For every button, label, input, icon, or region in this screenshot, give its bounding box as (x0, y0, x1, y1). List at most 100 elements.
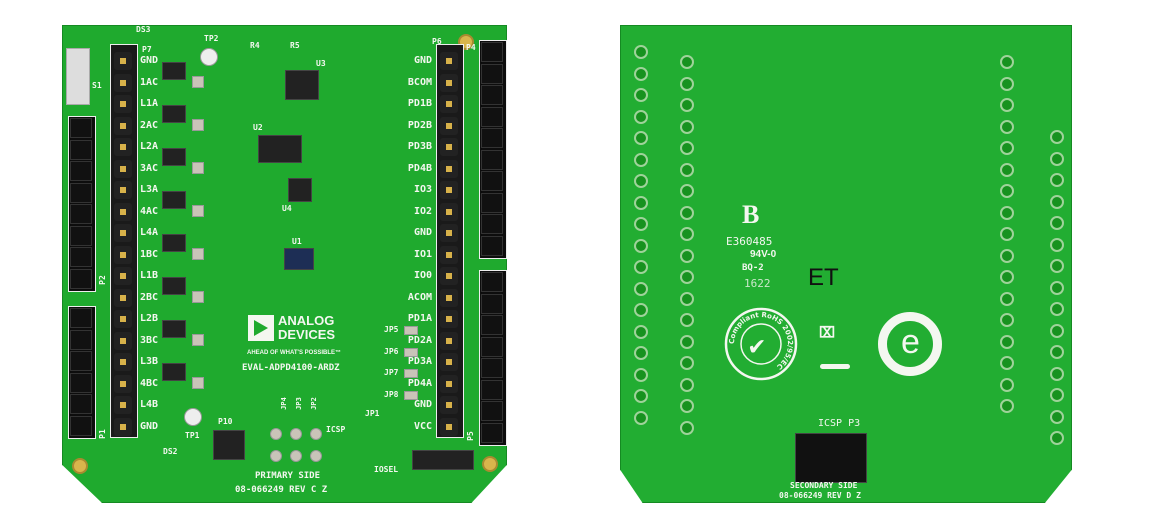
socket-pin[interactable] (70, 161, 92, 181)
socket-pin[interactable] (481, 401, 503, 421)
header-pin[interactable] (114, 267, 132, 285)
u1-sensor (284, 248, 314, 270)
socket-pin[interactable] (70, 247, 92, 267)
through-hole (680, 399, 694, 413)
u3-chip (285, 70, 319, 100)
p6-pin-label: PD1A (407, 313, 432, 324)
header-pin[interactable] (114, 224, 132, 242)
header-pin[interactable] (114, 159, 132, 178)
p6-pin-label: PD3B (407, 141, 432, 152)
jumper-pad (404, 369, 418, 378)
header-pin[interactable] (114, 374, 132, 393)
test-pad (192, 334, 204, 346)
socket-pin[interactable] (70, 225, 92, 246)
socket-pin[interactable] (70, 372, 92, 393)
socket-pin[interactable] (70, 268, 92, 289)
header-pin[interactable] (114, 396, 132, 414)
icsp-label: ICSP (326, 425, 346, 434)
header-pin[interactable] (114, 95, 132, 113)
header-pin[interactable] (440, 310, 458, 328)
header-pin[interactable] (440, 353, 458, 371)
socket-pin[interactable] (481, 106, 503, 127)
header-pin[interactable] (114, 353, 132, 371)
p5-label: P5 (465, 431, 475, 441)
through-hole (680, 55, 694, 69)
header-pin[interactable] (440, 331, 458, 350)
icsp-pin[interactable] (270, 428, 282, 440)
transistor (162, 320, 186, 338)
icsp-pin[interactable] (270, 450, 282, 462)
socket-pin[interactable] (70, 308, 92, 328)
header-pin[interactable] (440, 202, 458, 221)
socket-pin[interactable] (70, 415, 92, 436)
header-pin[interactable] (440, 73, 458, 92)
icsp-pin[interactable] (290, 450, 302, 462)
socket-pin[interactable] (481, 422, 503, 443)
p10-header[interactable] (213, 430, 245, 460)
p6-pin-label: PD2A (407, 334, 432, 346)
through-hole (1050, 259, 1064, 273)
header-pin[interactable] (440, 181, 458, 199)
through-hole (680, 270, 694, 284)
socket-pin[interactable] (481, 214, 503, 234)
p7-pin-label: 4AC (140, 205, 159, 217)
socket-pin[interactable] (70, 329, 92, 350)
socket-pin[interactable] (481, 315, 503, 335)
socket-pin[interactable] (70, 394, 92, 414)
socket-pin[interactable] (481, 149, 503, 170)
header-pin[interactable] (440, 52, 458, 70)
icsp-p3-header[interactable] (795, 433, 867, 483)
handwritten-mark: ET (808, 264, 839, 291)
header-pin[interactable] (440, 374, 458, 393)
through-hole (680, 76, 694, 91)
socket-pin[interactable] (481, 63, 503, 84)
header-pin[interactable] (440, 396, 458, 414)
socket-pin[interactable] (481, 42, 503, 62)
header-pin[interactable] (114, 245, 132, 264)
icsp-pin[interactable] (310, 450, 322, 462)
through-hole (634, 281, 648, 296)
through-hole (1050, 366, 1064, 381)
header-pin[interactable] (114, 181, 132, 199)
socket-pin[interactable] (70, 351, 92, 371)
socket-pin[interactable] (481, 336, 503, 357)
header-pin[interactable] (440, 267, 458, 285)
icsp-pin[interactable] (290, 428, 302, 440)
socket-pin[interactable] (481, 358, 503, 378)
header-pin[interactable] (114, 417, 132, 436)
s1-button[interactable] (66, 48, 90, 105)
header-pin[interactable] (440, 288, 458, 307)
header-pin[interactable] (440, 138, 458, 156)
header-pin[interactable] (440, 417, 458, 436)
socket-pin[interactable] (481, 171, 503, 191)
icsp-pin[interactable] (310, 428, 322, 440)
header-pin[interactable] (114, 288, 132, 307)
socket-pin[interactable] (481, 293, 503, 314)
header-pin[interactable] (440, 159, 458, 178)
header-pin[interactable] (114, 52, 132, 70)
header-pin[interactable] (440, 116, 458, 135)
socket-pin[interactable] (481, 379, 503, 400)
iosel-jumper[interactable] (412, 450, 474, 470)
p6-pin-label: GND (413, 55, 432, 66)
socket-pin[interactable] (481, 235, 503, 256)
header-pin[interactable] (114, 138, 132, 156)
socket-pin[interactable] (481, 192, 503, 213)
header-pin[interactable] (114, 331, 132, 350)
socket-pin[interactable] (481, 85, 503, 105)
header-pin[interactable] (114, 116, 132, 135)
p6-pin-label: PD2B (407, 119, 432, 131)
socket-pin[interactable] (70, 204, 92, 224)
header-pin[interactable] (114, 73, 132, 92)
header-pin[interactable] (440, 245, 458, 264)
header-pin[interactable] (440, 224, 458, 242)
socket-pin[interactable] (70, 118, 92, 138)
socket-pin[interactable] (70, 139, 92, 160)
p7-pin-label: L4A (140, 227, 159, 238)
header-pin[interactable] (114, 310, 132, 328)
header-pin[interactable] (114, 202, 132, 221)
socket-pin[interactable] (481, 272, 503, 292)
socket-pin[interactable] (70, 182, 92, 203)
socket-pin[interactable] (481, 128, 503, 148)
header-pin[interactable] (440, 95, 458, 113)
